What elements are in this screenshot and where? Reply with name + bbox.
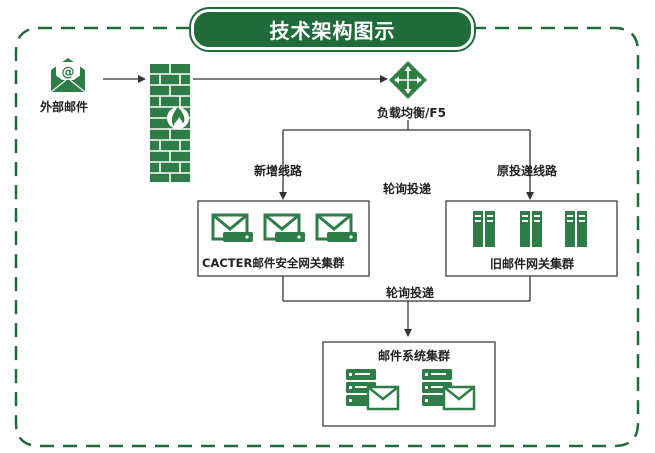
server-icon — [565, 211, 587, 247]
load-balancer-icon — [389, 61, 427, 99]
external-mail-label: 外部邮件 — [40, 100, 89, 114]
svg-text:@: @ — [62, 65, 75, 80]
external-mail-icon: @ — [50, 58, 86, 93]
cacter-cluster-label: CACTER邮件安全网关集群 — [202, 256, 345, 270]
load-balancer-label: 负载均衡/F5 — [377, 106, 446, 120]
orig-route-label: 原投递线路 — [497, 164, 558, 178]
server-icon — [520, 211, 542, 247]
mail-server-icon — [422, 369, 476, 411]
new-route-label: 新增线路 — [254, 164, 303, 178]
poll-delivery-top-label: 轮询投递 — [383, 182, 432, 196]
mail-system-label: 邮件系统集群 — [378, 349, 451, 363]
old-cluster-label: 旧邮件网关集群 — [490, 257, 575, 271]
poll-delivery-bottom-label: 轮询投递 — [386, 286, 435, 300]
dashed-frame — [14, 26, 640, 448]
gateway-icon — [315, 213, 357, 242]
gateway-icon — [263, 213, 305, 242]
firewall-icon — [150, 64, 190, 182]
server-icon — [473, 211, 495, 247]
gateway-icon — [211, 213, 253, 242]
mail-server-icon — [346, 369, 400, 411]
page-title: 技术架构图示 — [191, 9, 474, 50]
